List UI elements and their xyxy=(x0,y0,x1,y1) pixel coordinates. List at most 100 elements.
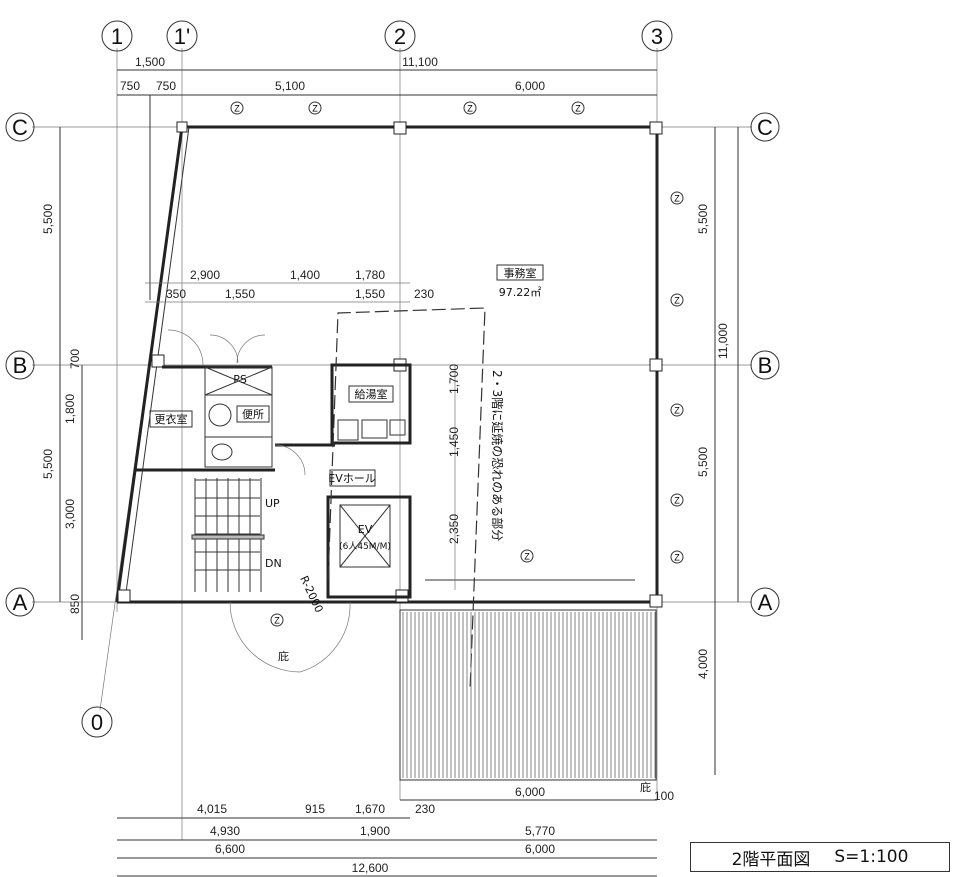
right-dimensions: 5,500 5,500 4,000 11,000 xyxy=(696,127,739,775)
svg-text:1,400: 1,400 xyxy=(290,268,320,282)
svg-text:DN: DN xyxy=(265,557,282,570)
inner-dimensions: 2,900 1,400 1,780 350 1,550 1,550 230 1,… xyxy=(145,268,461,590)
svg-text:庇: 庇 xyxy=(640,780,651,794)
interior-walls xyxy=(135,363,412,599)
svg-text:Z: Z xyxy=(674,194,680,204)
svg-text:B: B xyxy=(758,353,773,378)
grid-bubble-1prime: 1' xyxy=(166,20,198,52)
exterior-walls xyxy=(115,121,663,608)
svg-text:750: 750 xyxy=(156,79,176,93)
marker-z-icon: Z xyxy=(270,613,284,627)
svg-text:EV: EV xyxy=(358,523,373,536)
drawing-name: 2階平面図 xyxy=(731,849,811,870)
svg-text:6,000: 6,000 xyxy=(515,79,545,93)
svg-text:6,000: 6,000 xyxy=(525,842,555,856)
marker-z-icon: Z xyxy=(670,191,684,205)
fire-spread-note: 2・3階に延焼の恐れのある部分 xyxy=(490,370,505,541)
svg-text:1,670: 1,670 xyxy=(355,802,385,816)
grid-bubble-A-right: A xyxy=(750,587,780,617)
svg-text:11,100: 11,100 xyxy=(402,55,438,69)
grid-bubble-1: 1 xyxy=(101,20,133,52)
marker-z-icon: Z xyxy=(670,493,684,507)
office-area: 97.22㎡ xyxy=(499,286,542,299)
door-swings xyxy=(167,329,351,673)
drawing-title: 2階平面図 S=1:100 xyxy=(690,842,950,872)
svg-text:5,770: 5,770 xyxy=(525,824,555,838)
svg-text:A: A xyxy=(758,590,773,615)
svg-text:5,500: 5,500 xyxy=(696,447,710,477)
grid-bubble-B-left: B xyxy=(5,350,35,380)
svg-text:庇: 庇 xyxy=(278,649,289,663)
svg-text:Z: Z xyxy=(312,104,318,114)
svg-text:R-2000: R-2000 xyxy=(297,574,325,615)
drawing-scale: S=1:100 xyxy=(834,847,909,867)
svg-text:350: 350 xyxy=(166,287,186,301)
svg-text:5,500: 5,500 xyxy=(41,204,55,234)
room-labels: 事務室 97.22㎡ 更衣室 便所 PS 給湯室 EVホール EV (6人45M… xyxy=(149,264,544,663)
left-dimensions: 5,500 5,500 700 1,800 3,000 850 xyxy=(41,127,83,640)
svg-text:1,780: 1,780 xyxy=(355,268,385,282)
grid-bubble-C-left: C xyxy=(5,112,35,142)
svg-text:C: C xyxy=(757,115,773,140)
svg-text:B: B xyxy=(13,353,28,378)
top-dimensions: 1,500 11,100 750 750 5,100 6,000 xyxy=(117,55,657,300)
stairs xyxy=(191,478,265,592)
svg-text:915: 915 xyxy=(305,802,325,816)
svg-text:Z: Z xyxy=(524,552,530,562)
svg-text:6,000: 6,000 xyxy=(515,785,545,799)
marker-z-icon: Z xyxy=(520,549,534,563)
svg-text:1,800: 1,800 xyxy=(63,394,77,424)
marker-z-icon: Z xyxy=(670,550,684,564)
svg-text:850: 850 xyxy=(68,594,82,614)
svg-text:Z: Z xyxy=(467,104,473,114)
marker-z-icon: Z xyxy=(308,101,322,115)
svg-text:1,500: 1,500 xyxy=(135,55,165,69)
marker-z-icon: Z xyxy=(670,403,684,417)
svg-text:5,500: 5,500 xyxy=(41,449,55,479)
svg-text:5,500: 5,500 xyxy=(696,204,710,234)
svg-text:UP: UP xyxy=(265,497,280,510)
svg-text:12,600: 12,600 xyxy=(352,861,389,875)
grid-bubble-2: 2 xyxy=(384,20,416,52)
grid-bubble-3: 3 xyxy=(641,20,673,52)
svg-text:1,900: 1,900 xyxy=(360,824,390,838)
svg-text:(6人45M/M): (6人45M/M) xyxy=(339,541,391,552)
svg-text:給湯室: 給湯室 xyxy=(355,387,388,401)
bottom-dimensions: 6,000 庇 100 4,015 915 1,670 230 4,930 1,… xyxy=(117,780,674,877)
svg-text:Z: Z xyxy=(674,496,680,506)
svg-text:C: C xyxy=(12,115,28,140)
grid-bubble-A-left: A xyxy=(5,587,35,617)
svg-text:1,550: 1,550 xyxy=(355,287,385,301)
svg-text:4,015: 4,015 xyxy=(197,802,227,816)
svg-text:2,350: 2,350 xyxy=(447,514,461,544)
grid-bubble-0: 0 xyxy=(81,706,113,738)
svg-text:230: 230 xyxy=(414,287,434,301)
marker-z-icon: Z xyxy=(463,101,477,115)
grid-bubble-C-right: C xyxy=(750,112,780,142)
svg-text:1: 1 xyxy=(111,24,123,49)
svg-text:Z: Z xyxy=(674,553,680,563)
svg-text:3: 3 xyxy=(651,24,663,49)
svg-text:Z: Z xyxy=(575,104,581,114)
office-label: 事務室 xyxy=(504,266,537,280)
svg-text:11,000: 11,000 xyxy=(716,323,730,359)
wall-markers: Z Z Z Z Z Z Z Z Z Z Z xyxy=(230,101,684,627)
svg-text:0: 0 xyxy=(91,710,103,735)
svg-text:A: A xyxy=(13,590,28,615)
svg-text:2,900: 2,900 xyxy=(190,268,220,282)
svg-text:2: 2 xyxy=(394,24,406,49)
stair-landing xyxy=(191,534,265,540)
svg-text:4,930: 4,930 xyxy=(210,824,240,838)
marker-z-icon: Z xyxy=(230,101,244,115)
marker-z-icon: Z xyxy=(571,101,585,115)
svg-text:Z: Z xyxy=(234,104,240,114)
svg-text:5,100: 5,100 xyxy=(275,79,305,93)
svg-text:100: 100 xyxy=(654,789,674,803)
svg-text:Z: Z xyxy=(674,296,680,306)
svg-text:4,000: 4,000 xyxy=(696,649,710,679)
svg-text:6,600: 6,600 xyxy=(215,842,245,856)
marker-z-icon: Z xyxy=(670,293,684,307)
svg-text:Z: Z xyxy=(274,616,280,626)
svg-text:1,450: 1,450 xyxy=(447,427,461,457)
